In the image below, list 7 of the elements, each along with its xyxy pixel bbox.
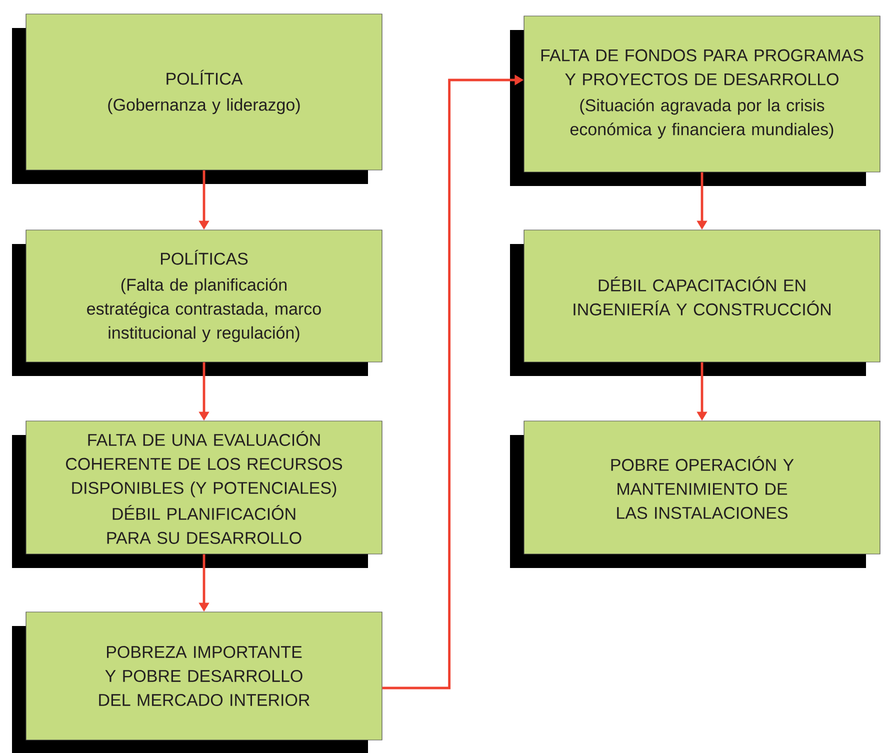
process-box: FALTA DE UNA EVALUACIÓN COHERENTE DE LOS RECURSOS DISPONIBLES (Y POTENCIALES) DÉBIL PLANIFICACIÓN PARA SU DESARROLLO xyxy=(12,420,382,568)
process-box: POLÍTICA (Gobernanza y liderazgo) xyxy=(12,14,382,184)
process-box: POBRE OPERACIÓN Y MANTENIMIENTO DE LAS INSTALACIONES xyxy=(510,420,880,568)
process-box: POBREZA IMPORTANTE Y POBRE DESARROLLO DEL MERCADO INTERIOR xyxy=(12,612,382,753)
process-box: POLÍTICAS (Falta de planificación estratégica contrastada, marco institucional y regulación) xyxy=(12,230,382,376)
process-box: DÉBIL CAPACITACIÓN EN INGENIERÍA Y CONSTRUCCIÓN xyxy=(510,230,880,376)
process-box: FALTA DE FONDOS PARA PROGRAMAS Y PROYECTOS DE DESARROLLO (Situación agravada por la crisis económica y financiera mundiales) xyxy=(510,16,880,186)
